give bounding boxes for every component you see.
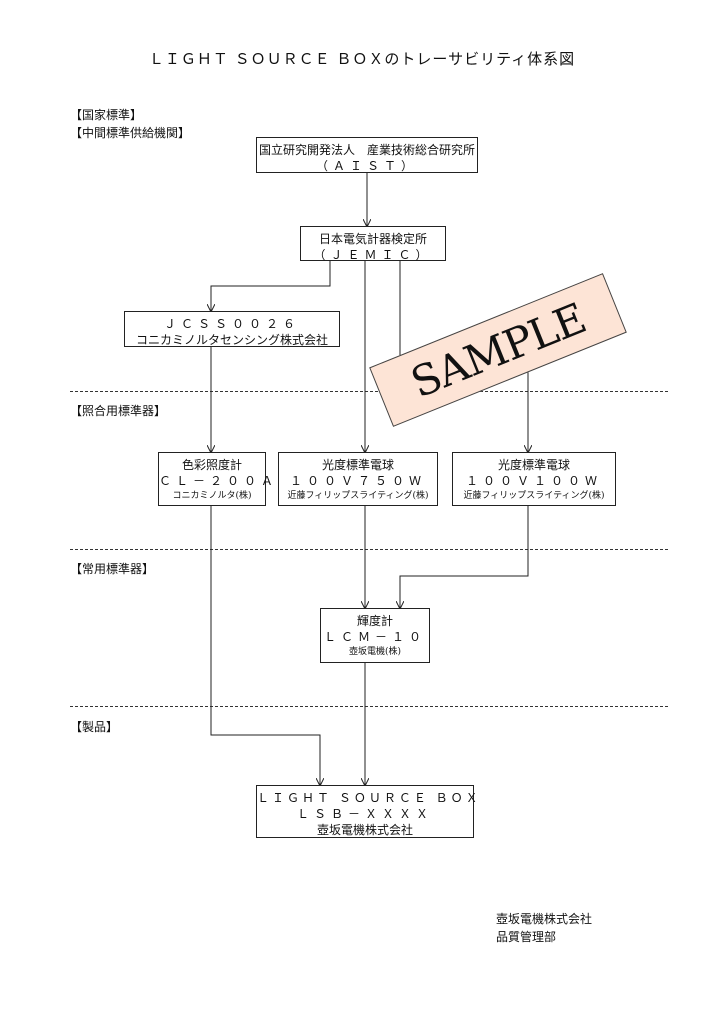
- footer-company: 壺坂電機株式会社: [496, 912, 593, 926]
- section-label-product: 【製品】: [70, 720, 119, 734]
- node-product-name: ＬＩＧＨＴ ＳＯＵＲＣＥ ＢＯＸ: [257, 791, 481, 805]
- node-cl200a-model: ＣＬ－２００Ａ: [159, 474, 279, 488]
- node-lamp-100w-maker: 近藤フィリップスライティング(株): [463, 491, 605, 501]
- edge-lamp100-lcm10: [400, 506, 529, 608]
- node-jemic-abbr: （ＪＥＭＩＣ）: [313, 248, 433, 262]
- node-lcm10: 輝度計 ＬＣＭ－１０ 壺坂電機(株): [320, 608, 430, 663]
- section-label-national: 【国家標準】: [70, 108, 143, 122]
- node-lcm10-maker: 壺坂電機(株): [348, 647, 402, 657]
- section-label-reference: 【照合用標準器】: [70, 404, 167, 418]
- footer-department: 品質管理部: [496, 930, 557, 944]
- node-jemic: 日本電気計器検定所 （ＪＥＭＩＣ）: [300, 226, 446, 262]
- section-divider: [70, 549, 668, 550]
- node-product: ＬＩＧＨＴ ＳＯＵＲＣＥ ＢＯＸ ＬＳＢ－ＸＸＸＸ 壺坂電機株式会社: [256, 785, 481, 838]
- node-lamp-750w-model: １００Ｖ７５０Ｗ: [289, 474, 426, 488]
- node-lamp-750w-maker: 近藤フィリップスライティング(株): [287, 491, 429, 501]
- node-jcss-company: コニカミノルタセンシング株式会社: [135, 333, 328, 347]
- node-cl200a-maker: コニカミノルタ(株): [172, 491, 252, 501]
- node-jemic-name: 日本電気計器検定所: [318, 232, 427, 246]
- section-divider: [70, 391, 668, 392]
- node-product-maker: 壺坂電機株式会社: [316, 823, 413, 837]
- node-jcss-id: ＪＣＳＳ００２６: [163, 317, 300, 331]
- node-lcm10-model: ＬＣＭ－１０: [323, 630, 426, 644]
- node-cl200a-type: 色彩照度計: [181, 458, 242, 472]
- node-aist-name: 国立研究開発法人 産業技術総合研究所: [258, 143, 475, 157]
- node-lamp-100w-model: １００Ｖ１００Ｗ: [465, 474, 602, 488]
- section-label-intermediate: 【中間標準供給機関】: [70, 126, 191, 140]
- edge-cl200a-product: [210, 506, 320, 785]
- node-lcm10-type: 輝度計: [356, 614, 393, 628]
- node-product-model: ＬＳＢ－ＸＸＸＸ: [296, 807, 433, 821]
- node-aist-abbr: （ＡＩＳＴ）: [315, 159, 418, 173]
- node-lamp-750w-type: 光度標準電球: [321, 458, 394, 472]
- section-label-working: 【常用標準器】: [70, 562, 155, 576]
- node-aist: 国立研究開発法人 産業技術総合研究所 （ＡＩＳＴ）: [256, 137, 478, 173]
- node-lamp-100w-type: 光度標準電球: [497, 458, 570, 472]
- edge-jemic-jcss: [211, 261, 331, 311]
- section-divider: [70, 706, 668, 707]
- node-lamp-100w: 光度標準電球 １００Ｖ１００Ｗ 近藤フィリップスライティング(株): [452, 452, 616, 506]
- node-jcss: ＪＣＳＳ００２６ コニカミノルタセンシング株式会社: [124, 311, 340, 347]
- node-cl200a: 色彩照度計 ＣＬ－２００Ａ コニカミノルタ(株): [158, 452, 279, 506]
- page-title: ＬＩＧＨＴ ＳＯＵＲＣＥ ＢＯＸのトレーサビリティ体系図: [148, 50, 576, 68]
- node-lamp-750w: 光度標準電球 １００Ｖ７５０Ｗ 近藤フィリップスライティング(株): [278, 452, 438, 506]
